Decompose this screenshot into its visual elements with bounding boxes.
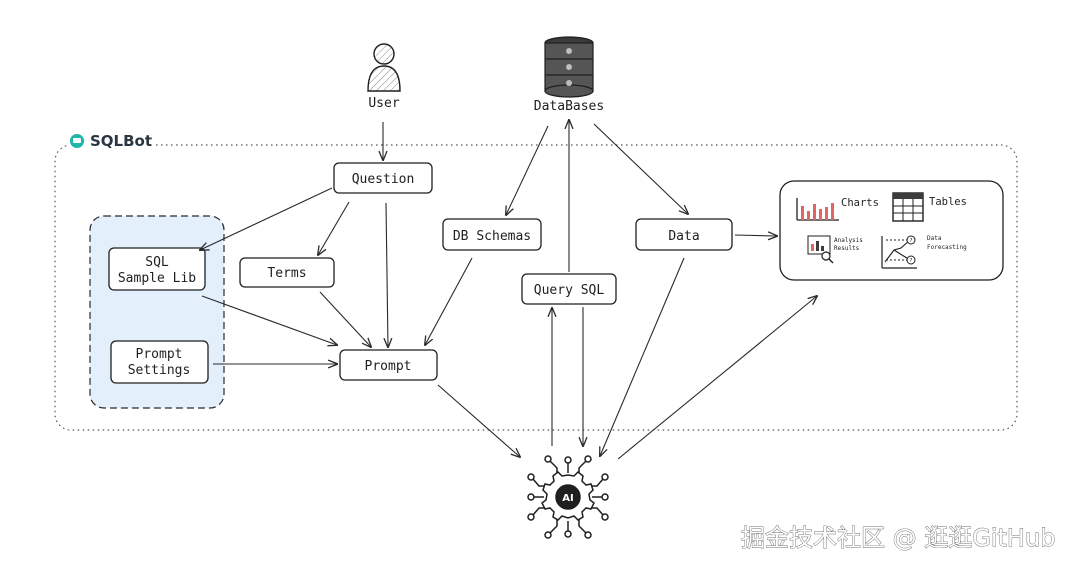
user-label: User: [368, 96, 399, 111]
sqlbot-logo: SQLBot: [68, 130, 154, 150]
data-forecasting-line2: Forecasting: [927, 244, 967, 251]
analysis-results-line1: Analysis: [834, 237, 863, 244]
node-db-schemas: DB Schemas: [442, 218, 542, 251]
edge-databases-db-schemas: [506, 125, 549, 215]
ai-node: AI: [527, 455, 609, 539]
ai-label: AI: [562, 493, 573, 504]
charts-icon: [796, 198, 839, 221]
watermark: 掘金技术社区 @ 逛逛GitHub: [741, 524, 1055, 552]
node-sql-sample-lib-line1: SQL: [145, 255, 169, 270]
node-prompt-label: Prompt: [365, 359, 412, 374]
edge-question-terms: [318, 201, 350, 255]
charts-label: Charts: [841, 197, 879, 209]
node-prompt-settings-line1: Prompt: [136, 347, 183, 362]
edge-sql-sample-lib-prompt: [201, 295, 337, 345]
node-db-schemas-label: DB Schemas: [453, 229, 531, 244]
edge-ai-output: [617, 296, 817, 460]
edges: [200, 120, 817, 460]
edge-question-sql-sample-lib: [200, 187, 333, 250]
tables-label: Tables: [929, 196, 967, 208]
edge-prompt-ai: [437, 384, 520, 457]
edge-question-prompt: [386, 202, 388, 347]
brand-name: SQLBot: [90, 132, 152, 150]
node-prompt: Prompt: [339, 349, 438, 381]
sqlbot-boundary: [54, 144, 1018, 431]
node-sql-sample-lib-line2: Sample Lib: [118, 271, 196, 286]
node-question: Question: [333, 162, 433, 194]
svg-text:?: ?: [910, 258, 913, 264]
data-forecasting-icon: ? ?: [881, 235, 917, 269]
node-data-label: Data: [668, 229, 699, 244]
user-icon: [367, 43, 401, 92]
node-terms: Terms: [239, 257, 335, 288]
databases-label: DataBases: [534, 99, 604, 114]
node-terms-label: Terms: [267, 266, 306, 281]
output-panel: Charts Tables Analysis Results: [779, 180, 1004, 281]
database-icon: [544, 36, 594, 98]
node-question-label: Question: [352, 172, 415, 187]
node-prompt-settings: Prompt Settings: [110, 340, 209, 384]
node-query-sql: Query SQL: [521, 273, 617, 305]
edge-data-ai: [600, 257, 685, 456]
analysis-results-line2: Results: [834, 245, 860, 252]
node-sql-sample-lib: SQL Sample Lib: [108, 247, 206, 291]
edge-terms-prompt: [319, 291, 371, 347]
edge-data-output: [734, 235, 777, 236]
node-data: Data: [635, 218, 733, 251]
ai-chip-icon: [527, 455, 609, 539]
tables-icon: [892, 192, 924, 222]
data-forecasting-line1: Data: [927, 235, 942, 242]
node-query-sql-label: Query SQL: [534, 283, 605, 298]
edge-databases-data: [593, 123, 688, 214]
node-prompt-settings-line2: Settings: [128, 363, 191, 378]
analysis-results-icon: [807, 235, 834, 264]
svg-text:?: ?: [910, 238, 913, 244]
edge-db-schemas-prompt: [425, 257, 473, 345]
